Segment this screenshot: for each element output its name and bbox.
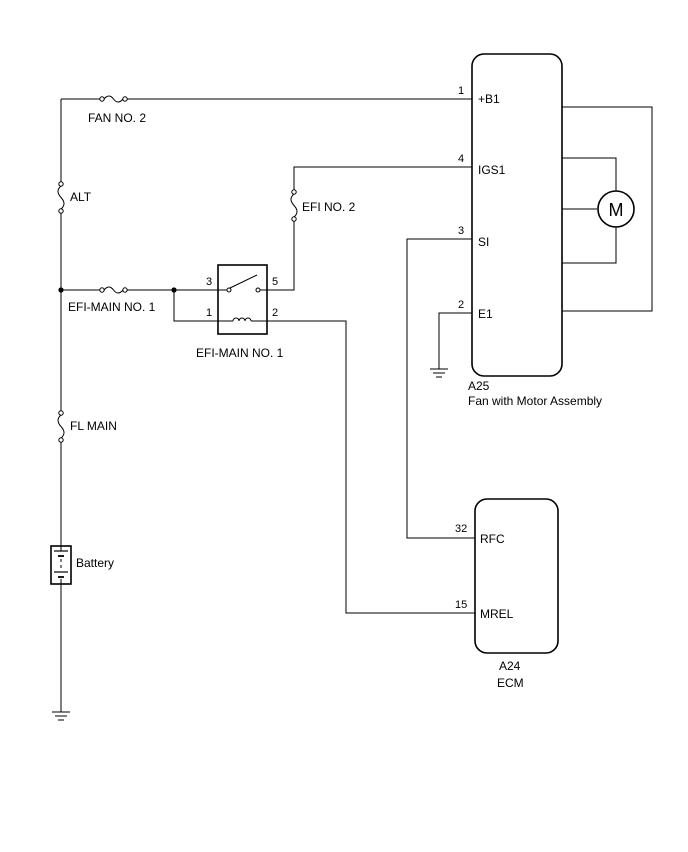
- wire-rfc: [406, 238, 475, 539]
- relay-pin-3: 3: [206, 276, 212, 288]
- fan-pin-name-b1: +B1: [478, 92, 500, 106]
- ecm-pin-name-mrel: MREL: [480, 607, 514, 621]
- relay-box: [217, 264, 268, 335]
- fuse-fan-no2: FAN NO. 2: [88, 95, 146, 125]
- wire-efi-no2: [267, 166, 472, 291]
- fuse-label-alt: ALT: [70, 190, 92, 204]
- fan-pin-name-e1: E1: [478, 307, 493, 321]
- battery: Battery: [50, 545, 114, 585]
- fuse-efi-main-no1: EFI-MAIN NO. 1: [61, 286, 218, 322]
- wire-mrel: [267, 320, 475, 614]
- fuse-fl-main: FL MAIN: [57, 410, 117, 443]
- ecm-pin-name-rfc: RFC: [480, 532, 505, 546]
- motor-symbol: M: [609, 200, 624, 220]
- fan-assembly-name: Fan with Motor Assembly: [468, 394, 602, 408]
- fuse-alt: ALT: [57, 181, 92, 214]
- ecm: 32 RFC 15 MREL A24 ECM: [455, 498, 559, 690]
- fan-pin-num-2: 2: [458, 299, 464, 311]
- ecm-name: ECM: [497, 676, 524, 690]
- relay-pin-1: 1: [206, 307, 212, 319]
- fan-motor-assembly: 1 +B1 4 IGS1 3 SI 2 E1 A25 Fan with Moto…: [458, 53, 602, 408]
- motor-wiring: M: [562, 106, 653, 312]
- battery-label: Battery: [76, 556, 114, 570]
- ecm-pin-num-32: 32: [455, 523, 467, 535]
- ground-e1: [430, 312, 472, 378]
- fan-pin-num-4: 4: [458, 153, 464, 165]
- fan-pin-name-igs1: IGS1: [478, 163, 506, 177]
- relay-efi-main-no1: 3 5 1 2 EFI-MAIN NO. 1: [196, 264, 284, 360]
- fan-assembly-code: A25: [468, 379, 490, 393]
- power-bus: [58, 99, 64, 712]
- ecm-code: A24: [499, 659, 521, 673]
- relay-pin-2: 2: [272, 307, 278, 319]
- relay-pin-5: 5: [272, 276, 278, 288]
- fuse-label-fan-no2: FAN NO. 2: [88, 111, 146, 125]
- relay-coil: [232, 317, 252, 322]
- relay-switch-contact: [229, 274, 258, 289]
- fan-pin-name-si: SI: [478, 235, 489, 249]
- fuse-label-fl-main: FL MAIN: [70, 419, 117, 433]
- fan-assembly-box: [471, 53, 563, 377]
- motor-icon: [597, 190, 635, 228]
- ecm-box: [474, 498, 559, 654]
- fuse-label-efi-no2: EFI NO. 2: [302, 200, 356, 214]
- fuse-efi-no2: EFI NO. 2: [290, 189, 356, 231]
- fan-pin-num-1: 1: [458, 85, 464, 97]
- relay-label: EFI-MAIN NO. 1: [196, 346, 284, 360]
- fuse-label-efi-main-no1: EFI-MAIN NO. 1: [68, 300, 156, 314]
- ecm-pin-num-15: 15: [455, 599, 467, 611]
- ground-battery: [52, 711, 70, 721]
- fan-pin-num-3: 3: [458, 225, 464, 237]
